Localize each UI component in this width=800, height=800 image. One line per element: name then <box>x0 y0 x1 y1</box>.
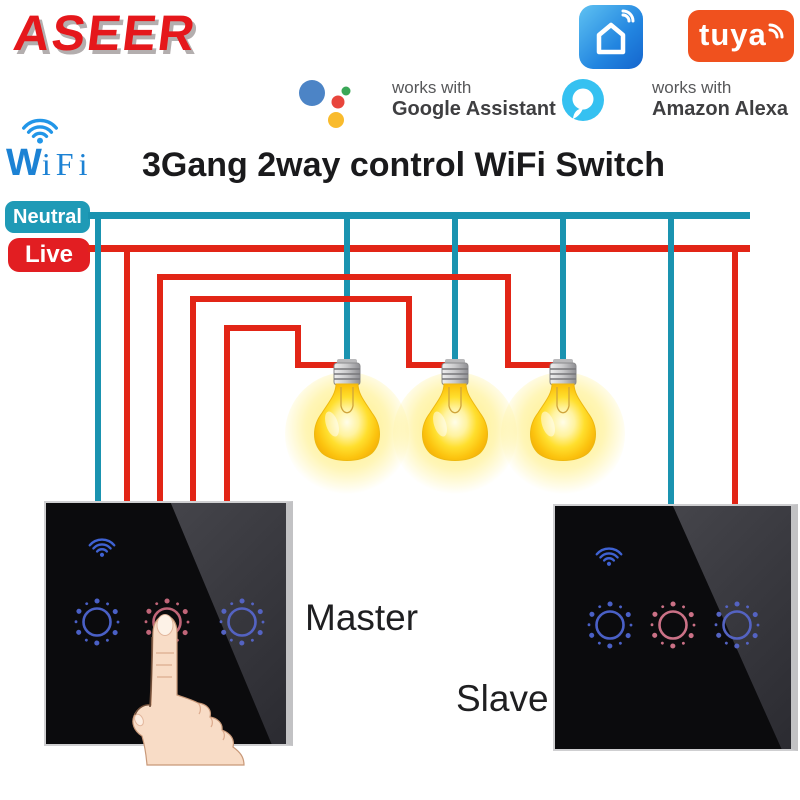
live-bus-wire <box>88 245 750 252</box>
live-wire-label: Live <box>8 238 90 272</box>
google-assistant-logo <box>299 80 351 128</box>
master-touch-button-3[interactable] <box>212 592 272 652</box>
wire-segment <box>406 296 412 368</box>
master-touch-button-1[interactable] <box>67 592 127 652</box>
wire-segment <box>157 274 511 280</box>
master-label: Master <box>305 597 419 638</box>
neutral-drop-bulb3 <box>560 212 566 370</box>
page-title: 3Gang 2way control WiFi Switch <box>142 146 665 184</box>
brand-logo: ASEER <box>10 5 200 61</box>
neutral-drop-bulb2 <box>452 212 458 370</box>
wire-segment <box>157 274 163 502</box>
wire-segment <box>224 325 301 331</box>
live-drop-master <box>124 245 130 502</box>
slave-switch-panel <box>553 504 798 751</box>
panel-wifi-icon <box>595 547 623 566</box>
smart-life-app-icon <box>579 5 643 69</box>
tuya-logo-text: tuya <box>699 17 767 52</box>
wifi-signal-icon <box>22 118 58 144</box>
neutral-wire-label: Neutral <box>5 201 90 233</box>
wire-segment <box>295 362 343 368</box>
live-drop-slave <box>732 245 738 506</box>
slave-label: Slave <box>456 678 549 719</box>
slave-touch-button-1[interactable] <box>580 595 640 655</box>
wire-segment <box>505 274 511 368</box>
neutral-drop-bulb1 <box>344 212 350 370</box>
neutral-drop-master <box>95 212 101 502</box>
light-bulb-icon <box>530 359 596 461</box>
neutral-bus-wire <box>88 212 750 219</box>
light-bulb-icon <box>314 359 380 461</box>
finger-press-hand-icon <box>132 614 245 766</box>
wire-segment <box>295 325 301 368</box>
tuya-logo: tuya <box>688 10 794 62</box>
neutral-drop-slave <box>668 212 674 506</box>
amazon-alexa-name: Amazon Alexa <box>652 98 788 120</box>
wire-segment <box>505 362 557 368</box>
wire-segment <box>224 325 230 502</box>
google-assistant-name: Google Assistant <box>392 98 556 120</box>
alexa-works-with-text: works with <box>652 78 732 97</box>
wire-segment <box>406 362 451 368</box>
wifi-logo-w: W <box>6 142 42 184</box>
panel-wifi-icon <box>88 538 116 557</box>
wire-segment <box>190 296 412 302</box>
wifi-logo-ifi: iFi <box>41 146 93 182</box>
tuya-wifi-arcs-icon <box>768 23 784 39</box>
slave-touch-button-2[interactable] <box>643 595 703 655</box>
light-bulb-icon <box>422 359 488 461</box>
google-works-with-text: works with <box>392 78 472 97</box>
amazon-alexa-logo <box>562 79 604 121</box>
wifi-logo: WiFi <box>6 142 92 185</box>
google-badge-text: works with Google Assistant <box>392 78 556 121</box>
slave-touch-button-3[interactable] <box>707 595 767 655</box>
wire-segment <box>190 296 196 502</box>
alexa-badge-text: works with Amazon Alexa <box>652 78 788 121</box>
